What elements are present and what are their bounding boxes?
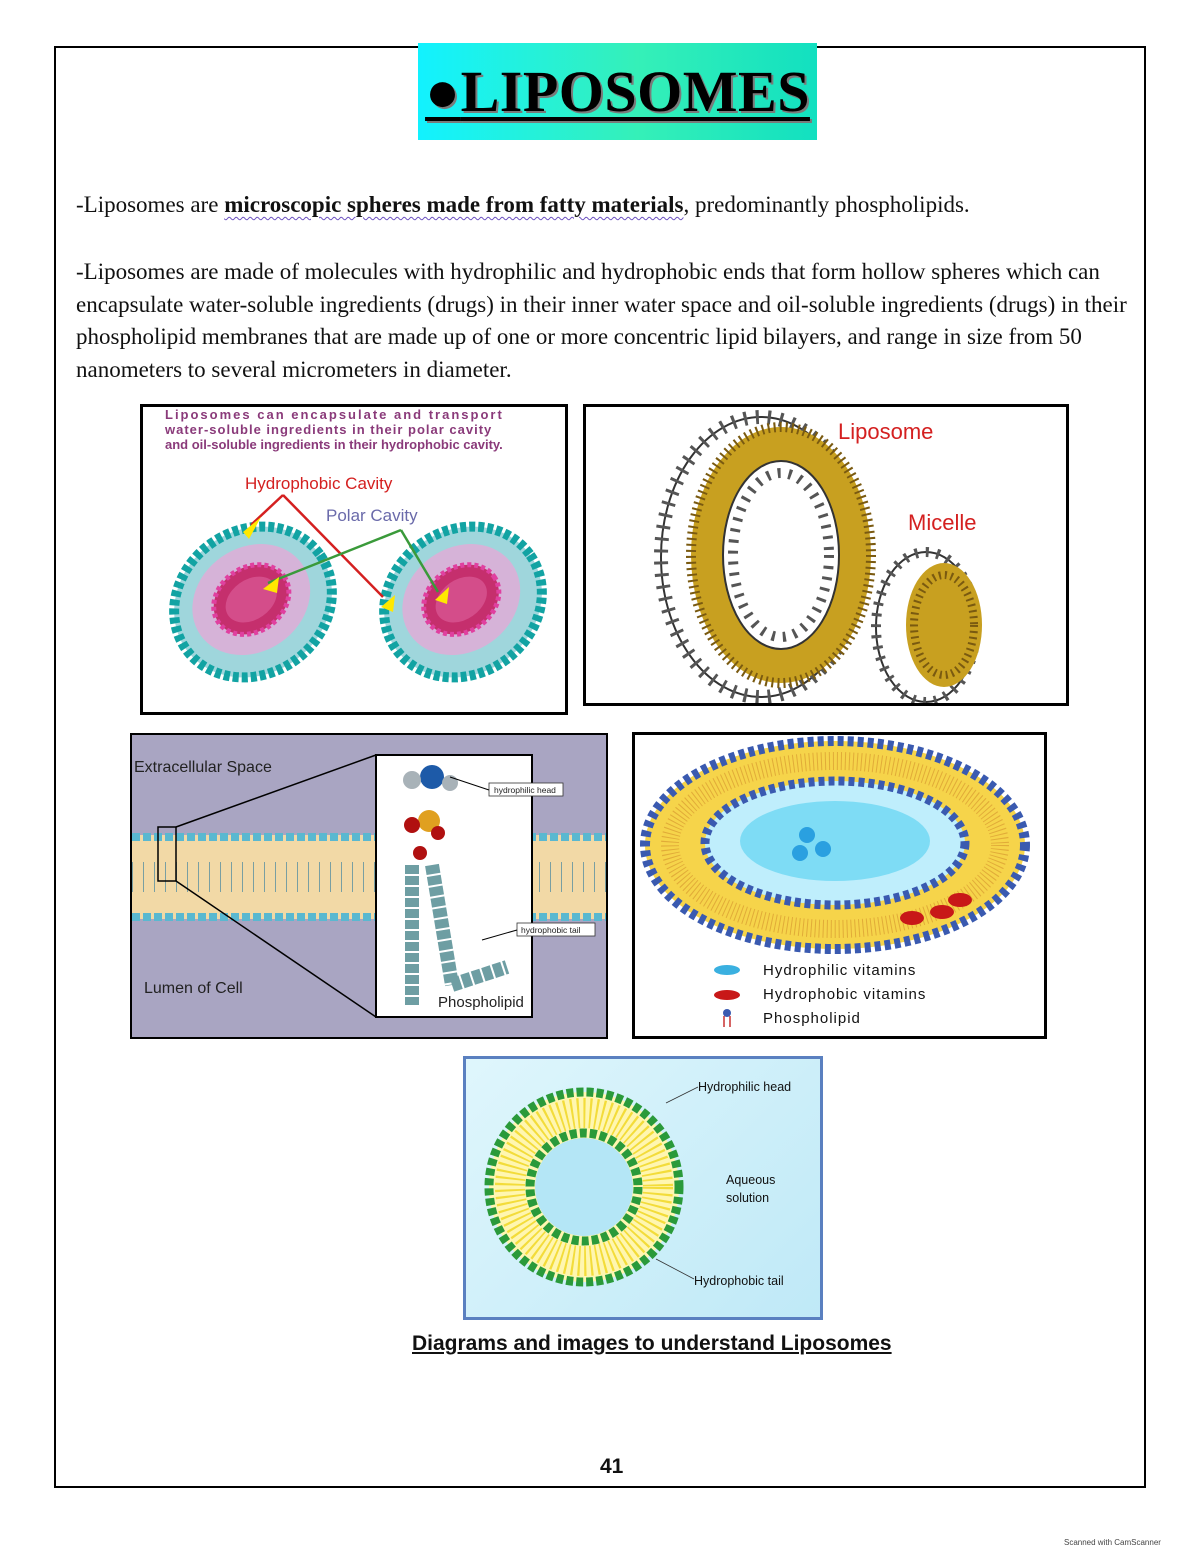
figure-bilayer-cross-section: Hydrophilic head Aqueous solution Hydrop… bbox=[463, 1056, 823, 1320]
page-number: 41 bbox=[600, 1455, 624, 1478]
liposome-model bbox=[654, 410, 876, 703]
scanner-watermark: Scanned with CamScanner bbox=[1064, 1538, 1161, 1547]
figure-caption: Diagrams and images to understand Liposo… bbox=[412, 1332, 892, 1355]
label-polar-cavity: Polar Cavity bbox=[326, 506, 418, 525]
fig1-desc-line2: water-soluble ingredients in their polar… bbox=[164, 422, 492, 437]
liposome-right bbox=[379, 521, 547, 683]
phospholipid-model bbox=[403, 765, 510, 1005]
label-micelle: Micelle bbox=[908, 510, 976, 535]
figure-vitamin-liposome: Hydrophilic vitamins Hydrophobic vitamin… bbox=[632, 732, 1047, 1039]
label-lumen: Lumen of Cell bbox=[144, 980, 243, 997]
fig1-desc-line3: and oil-soluble ingredients in their hyd… bbox=[165, 437, 503, 452]
page-title: ●LIPOSOMES bbox=[425, 59, 810, 124]
label-liposome: Liposome bbox=[838, 419, 933, 444]
label-phospholipid: Phospholipid bbox=[438, 994, 524, 1011]
legend-hydrophobic-vitamins: Hydrophobic vitamins bbox=[763, 986, 926, 1003]
liposome-left bbox=[169, 521, 337, 683]
figure-liposome-cavities: Liposomes can encapsulate and transport … bbox=[140, 404, 568, 715]
figure-cell-membrane: Extracellular Space Lumen of Cell hydrop… bbox=[130, 733, 608, 1039]
highlighted-phrase: microscopic spheres made from fatty mate… bbox=[224, 192, 684, 217]
paragraph-structure: -Liposomes are made of molecules with hy… bbox=[76, 259, 1127, 382]
micelle-model bbox=[871, 547, 982, 703]
legend-phospholipid: Phospholipid bbox=[763, 1010, 861, 1027]
label-hydrophobic-cavity: Hydrophobic Cavity bbox=[245, 474, 393, 493]
label-aqueous: Aqueous bbox=[726, 1173, 775, 1187]
paragraph-definition: -Liposomes are microscopic spheres made … bbox=[76, 192, 970, 217]
label-hydrophobic-tail: Hydrophobic tail bbox=[694, 1274, 784, 1288]
figure-liposome-micelle: Liposome Micelle bbox=[583, 404, 1069, 706]
label-extracellular: Extracellular Space bbox=[134, 759, 272, 776]
label-hydrophilic-head: hydrophilic head bbox=[494, 785, 556, 795]
legend-hydrophilic-vitamins: Hydrophilic vitamins bbox=[763, 962, 916, 979]
label-hydrophilic-head: Hydrophilic head bbox=[698, 1080, 791, 1094]
label-solution: solution bbox=[726, 1191, 769, 1205]
label-hydrophobic-tail: hydrophobic tail bbox=[521, 925, 581, 935]
fig1-desc-line1: Liposomes can encapsulate and transport bbox=[165, 407, 504, 422]
title-banner: ●LIPOSOMES bbox=[418, 43, 817, 140]
